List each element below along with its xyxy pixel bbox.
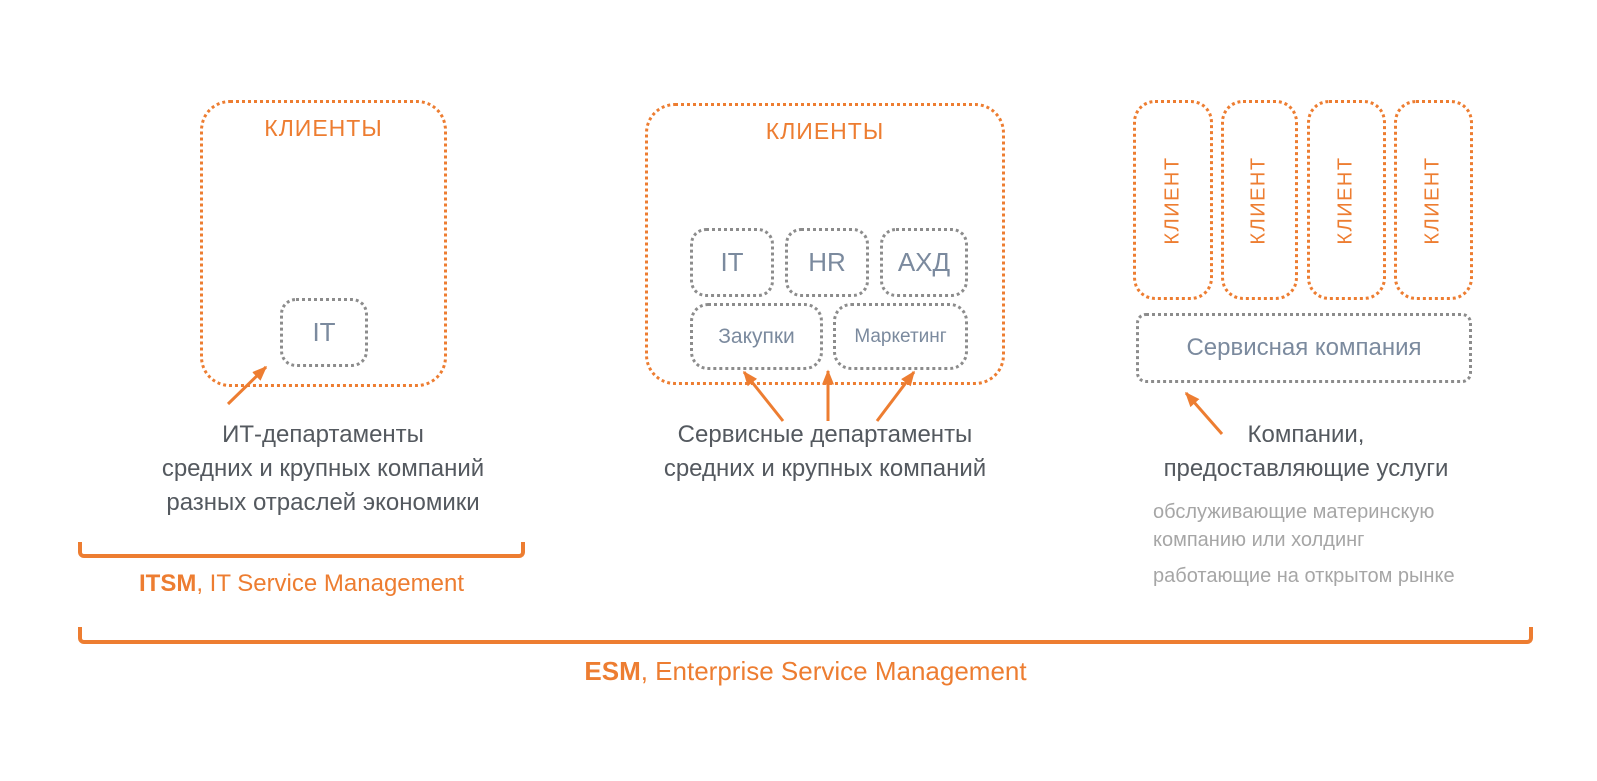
caption-line: средних и крупных компаний [663,455,987,482]
caption-line: средних и крупных компаний [161,455,485,482]
note-paragraph-1: обслуживающие материнскую компанию или х… [1153,498,1493,554]
client-column-4: КЛИЕНТ [1394,100,1473,300]
esm-abbr: ESM [584,656,641,686]
esm-label: ESM, Enterprise Service Management [78,656,1533,687]
itsm-abbr: ITSM [138,570,197,597]
service-company-label: Сервисная компания [1186,334,1422,361]
itsm-label: ITSM, IT Service Management [78,570,525,598]
client-label-3: КЛИЕНТ [1335,155,1357,245]
client-label-2: КЛИЕНТ [1248,155,1270,245]
client-label-1: КЛИЕНТ [1161,155,1184,245]
dept-box-hr: HR [785,228,869,297]
caption-service-departments: Сервисные департаменты средних и крупных… [640,418,1010,486]
note-paragraph-2: работающие на открытом рынке [1153,565,1455,587]
dept-label-marketing: Маркетинг [854,325,947,347]
service-company-box: Сервисная компания [1136,313,1472,383]
caption-line: разных отраслей экономики [166,489,480,516]
caption-line: Сервисные департаменты [677,421,973,448]
clients-panel-title: КЛИЕНТЫ [765,118,885,144]
caption-line: предоставляющие услуги [1163,455,1449,482]
dept-box-procurement: Закупки [690,303,823,370]
caption-it-departments: ИТ-департаменты средних и крупных компан… [118,418,528,520]
it-department-box: IT [280,298,368,367]
client-column-1: КЛИЕНТ [1133,100,1213,300]
caption-service-companies: Компании, предоставляющие услуги [1125,418,1487,486]
esm-bracket [78,627,1533,644]
esm-rest: , Enterprise Service Management [640,656,1027,686]
clients-panel-title: КЛИЕНТЫ [264,115,383,141]
note-service-companies: обслуживающие материнскую компанию или х… [1153,498,1493,590]
dept-label-hr: HR [808,247,846,277]
dept-box-it: IT [690,228,774,297]
itsm-bracket [78,542,525,558]
client-label-4: КЛИЕНТ [1422,155,1444,245]
itsm-rest: , IT Service Management [196,570,464,597]
dept-label-procurement: Закупки [718,324,795,348]
caption-line: Компании, [1247,421,1365,448]
client-column-2: КЛИЕНТ [1221,100,1298,300]
dept-label-ahd: АХД [897,247,951,277]
note-line: обслуживающие материнскую [1153,501,1435,523]
clients-panel-itsm: КЛИЕНТЫ [200,100,447,387]
note-line: компанию или холдинг [1153,529,1365,551]
dept-box-ahd: АХД [880,228,968,297]
caption-line: ИТ-департаменты [222,421,424,448]
dept-label-it: IT [720,247,744,277]
dept-box-marketing: Маркетинг [833,303,968,370]
client-column-3: КЛИЕНТ [1307,100,1386,300]
it-department-label: IT [312,317,336,347]
